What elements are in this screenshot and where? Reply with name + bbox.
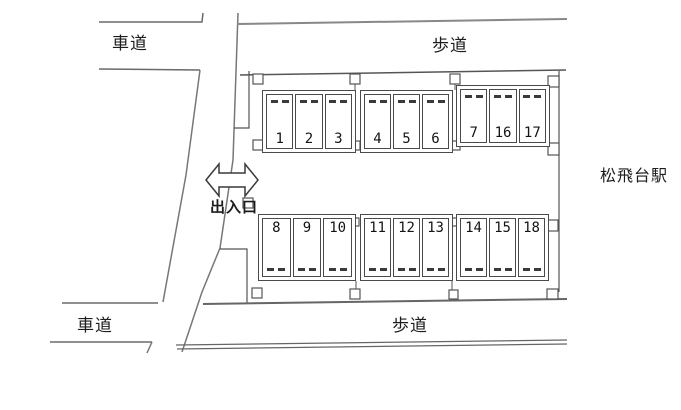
wheel-stop-dashes — [368, 268, 387, 271]
wheel-stop-dashes — [298, 268, 316, 271]
stall-number: 9 — [302, 220, 312, 236]
stall-group-top-3: 7 16 17 — [456, 85, 550, 147]
parking-stall: 13 — [422, 218, 449, 277]
road-edges — [146, 12, 239, 354]
stall-number: 16 — [494, 125, 512, 141]
parking-stall: 6 — [422, 94, 449, 149]
stall-number: 14 — [465, 220, 482, 236]
wheel-stop-dashes — [523, 95, 542, 98]
parking-stall: 1 — [266, 94, 294, 149]
stall-number: 13 — [427, 220, 444, 236]
parking-stall: 2 — [295, 94, 323, 149]
road-top-lines — [98, 12, 204, 71]
lot-left-boundary — [220, 71, 250, 303]
wheel-stop-dashes — [397, 100, 416, 103]
stall-number: 2 — [304, 131, 314, 147]
sidewalk-bottom-label: 歩道 — [392, 316, 428, 336]
wheel-stop-dashes — [522, 268, 541, 271]
parking-stall: 10 — [323, 218, 353, 277]
lot-top-boundary — [239, 69, 567, 76]
stall-group-bottom-2: 11 12 13 — [360, 214, 453, 281]
parking-stall: 16 — [489, 89, 517, 143]
wheel-stop-dashes — [464, 268, 483, 271]
stall-number: 15 — [494, 220, 511, 236]
stall-group-top-1: 1 2 3 — [262, 90, 356, 153]
parking-stall: 14 — [460, 218, 487, 277]
stall-number: 4 — [373, 131, 382, 147]
wheel-stop-dashes — [299, 100, 318, 103]
sidewalk-top-line — [236, 18, 568, 25]
station-label: 松飛台駅 — [600, 166, 669, 185]
stall-group-bottom-1: 8 9 10 — [258, 214, 356, 281]
wheel-stop-dashes — [426, 268, 445, 271]
stall-number: 3 — [334, 131, 343, 147]
wheel-stop-dashes — [267, 268, 286, 271]
stall-number: 18 — [523, 220, 540, 236]
entrance-label: 出入口 — [210, 198, 259, 216]
wheel-stop-dashes — [493, 95, 512, 98]
stall-number: 11 — [369, 220, 386, 236]
stall-number: 5 — [402, 131, 411, 147]
wheel-stop-dashes — [464, 95, 483, 98]
stall-number: 12 — [398, 220, 415, 236]
stall-number: 6 — [431, 131, 440, 147]
parking-stall: 9 — [292, 218, 322, 277]
wheel-stop-dashes — [426, 100, 445, 103]
wheel-stop-dashes — [493, 268, 512, 271]
road-top-label: 車道 — [112, 34, 148, 54]
wheel-stop-dashes — [368, 100, 387, 103]
parking-stall: 8 — [262, 218, 291, 277]
road-bottom-label: 車道 — [77, 316, 113, 336]
wheel-stop-dashes — [397, 268, 416, 271]
parking-stall: 17 — [518, 89, 546, 143]
parking-stall: 18 — [518, 218, 545, 277]
parking-stall: 3 — [324, 94, 352, 149]
stall-group-bottom-3: 14 15 18 — [456, 214, 549, 281]
stall-number: 17 — [523, 125, 541, 141]
parking-stall: 4 — [364, 94, 391, 149]
parking-stall: 7 — [460, 89, 488, 143]
parking-stall: 5 — [393, 94, 420, 149]
parking-stall: 12 — [393, 218, 420, 277]
sidewalk-bottom-lines — [175, 298, 568, 350]
road-bottom-lines — [50, 302, 158, 343]
stall-number: 1 — [275, 131, 284, 147]
parking-stall: 15 — [489, 218, 516, 277]
stall-number: 7 — [469, 125, 478, 141]
parking-stall: 11 — [364, 218, 391, 277]
stall-number: 8 — [272, 220, 281, 236]
wheel-stop-dashes — [270, 100, 289, 103]
stall-number: 10 — [329, 220, 347, 236]
stall-group-top-2: 4 5 6 — [360, 90, 453, 153]
wheel-stop-dashes — [329, 100, 348, 103]
wheel-stop-dashes — [328, 268, 347, 271]
fence-connectors — [354, 84, 456, 290]
entrance-arrow-icon — [205, 161, 259, 199]
sidewalk-top-label: 歩道 — [432, 36, 468, 56]
